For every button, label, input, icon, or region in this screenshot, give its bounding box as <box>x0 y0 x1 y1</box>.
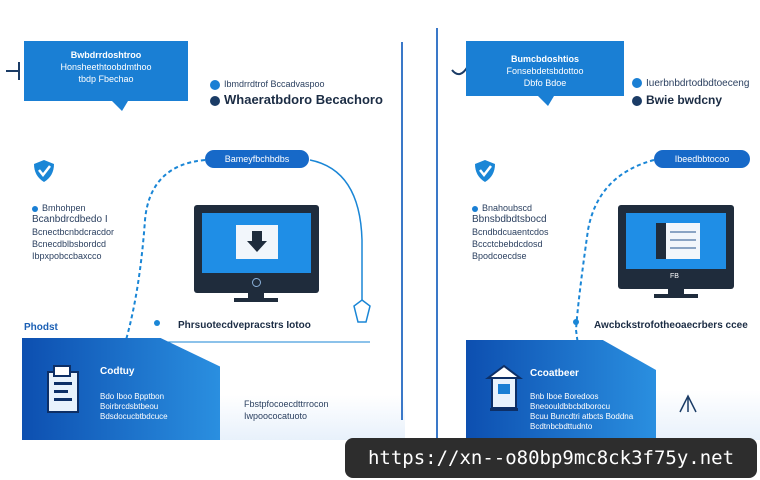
left-description: Bmhohpen Bcanbdrcdbedo I Bcnectbcnbdcrac… <box>32 202 114 262</box>
power-dot <box>252 278 261 287</box>
right-legend-item-2: Bwie bwdcny <box>632 92 722 108</box>
left-callout-tail <box>112 101 128 111</box>
shield-check-icon <box>34 160 54 182</box>
right-promo-title: Ccoatbeer <box>530 368 579 379</box>
left-callout-line-2: Honsheethtoobdmthoo <box>60 62 152 72</box>
right-monitor-screen <box>626 213 726 269</box>
promo-line: Bcuu Buncdtri atbcts Boddna <box>530 412 634 421</box>
house-icon <box>485 364 523 411</box>
right-description: Bnahoubscd Bbnsbdbdtsbocd Bcndbdcuaentcd… <box>472 202 549 262</box>
left-promo-lines: Bdo Iboo Bpptbon Boirbrcdsbtbeou Bdsdocu… <box>100 392 168 422</box>
promo-line: Bdo Iboo Bpptbon <box>100 392 165 401</box>
left-side-label: Phodst <box>24 322 58 333</box>
right-callout-line-2: Fonsebdetsbdottoo <box>506 66 584 76</box>
right-pill-label: Ibeedbbtocoo <box>654 150 750 168</box>
right-promo-panel: Ccoatbeer Bnb Iboe Boredoos Bneoouldbbcb… <box>466 340 656 440</box>
left-monitor <box>194 205 319 293</box>
right-promo-lines: Bnb Iboe Boredoos Bneoouldbbcbdborocu Bc… <box>530 392 633 432</box>
corner-tick <box>6 70 20 72</box>
document-icon <box>47 365 79 413</box>
desc-line: Ibpxpobccbaxcco <box>32 251 102 261</box>
window-line <box>670 231 696 233</box>
right-panel: Bumcbdoshtios Fonsebdetsbdottoo Dbfo Bdo… <box>438 0 760 440</box>
left-panel: Bwbdrrdoshtroo Honsheethtoobdmthoo tbdp … <box>0 0 405 440</box>
desc-line: Bcndbdcuaentcdos <box>472 227 549 237</box>
left-monitor-base <box>234 298 278 302</box>
left-callout-line-3: tbdp Fbechao <box>78 74 134 84</box>
url-banner[interactable]: https://xn--o80bp9mc8ck3f75y.net <box>345 438 757 478</box>
desc-bullet-icon <box>472 205 478 212</box>
desc-line: Bpodcoecdse <box>472 251 527 261</box>
window-line <box>670 239 696 241</box>
left-promo-side: Fbstpfocoecdttrrocon Iwpoococatuoto <box>244 398 329 422</box>
right-callout-line-3: Dbfo Bdoe <box>523 78 567 88</box>
promo-line: Bneoouldbbcbdborocu <box>530 402 611 411</box>
desc-line: Bcnecdblbsbordcd <box>32 239 107 249</box>
desc-bullet-icon <box>32 205 38 212</box>
document-window <box>656 223 700 259</box>
left-callout: Bwbdrrdoshtroo Honsheethtoobdmthoo tbdp … <box>24 41 188 101</box>
easel-icon <box>679 394 697 413</box>
shield-check-icon <box>475 160 495 182</box>
legend-bullet-icon <box>210 95 220 106</box>
left-promo-panel: Codtuy Bdo Iboo Bpptbon Boirbrcdsbtbeou … <box>22 338 220 440</box>
legend-bullet-icon <box>210 79 220 90</box>
left-promo-title: Codtuy <box>100 366 135 377</box>
right-connector-lines <box>573 159 655 346</box>
promo-line: Bdsdocucbtbdcuce <box>100 412 168 421</box>
left-pill-label: Bameyfbchbdbs <box>205 150 309 168</box>
right-monitor-label: FB <box>670 273 679 280</box>
left-legend-item-2: Whaeratbdoro Becachoro <box>210 92 383 108</box>
desc-line: Bbnsbdbdtsbocd <box>472 214 547 225</box>
window-line <box>670 247 696 249</box>
right-callout: Bumcbdoshtios Fonsebdetsbdottoo Dbfo Bdo… <box>466 41 624 96</box>
right-legend-item-1: Iuerbnbdrtodbdtoeceng <box>632 78 749 90</box>
desc-line: Bnahoubscd <box>472 202 549 214</box>
promo-line: Boirbrcdsbtbeou <box>100 402 159 411</box>
corner-tick-vertical <box>18 62 20 80</box>
window-sidebar <box>656 223 666 259</box>
left-caption: Phrsuotecdvepracstrs Iotoo <box>178 320 311 331</box>
right-monitor-stand <box>668 289 684 294</box>
promo-line: Bnb Iboe Boredoos <box>530 392 599 401</box>
legend-bullet-icon <box>632 78 642 89</box>
right-callout-tail <box>538 96 554 106</box>
desc-line: Bmhohpen <box>32 202 114 214</box>
panel-divider <box>401 42 403 420</box>
desc-line: Bccctcbebdcdosd <box>472 239 543 249</box>
right-monitor: FB <box>618 205 734 289</box>
promo-side-line: Fbstpfocoecdttrrocon <box>244 399 329 409</box>
left-monitor-stand <box>248 293 264 298</box>
left-monitor-screen <box>202 213 311 273</box>
left-callout-line-1: Bwbdrrdoshtroo <box>70 50 142 60</box>
download-box <box>236 225 278 259</box>
right-callout-line-1: Bumcbdoshtios <box>510 54 579 64</box>
panel-divider <box>436 28 438 438</box>
right-monitor-base <box>654 294 698 298</box>
left-legend-item-1: Ibmdrrdtrof Bccadvaspoo <box>210 78 325 90</box>
legend-bullet-icon <box>632 95 642 106</box>
desc-line: Bcanbdrcdbedo I <box>32 214 108 225</box>
download-arrow-icon <box>247 231 267 252</box>
promo-line: Bcdtnbcbdttudnto <box>530 422 593 431</box>
right-caption: Awcbckstrofotheoaecrbers ccee <box>594 320 748 331</box>
promo-side-line: Iwpoococatuoto <box>244 411 308 421</box>
desc-line: Bcnectbcnbdcracdor <box>32 227 115 237</box>
